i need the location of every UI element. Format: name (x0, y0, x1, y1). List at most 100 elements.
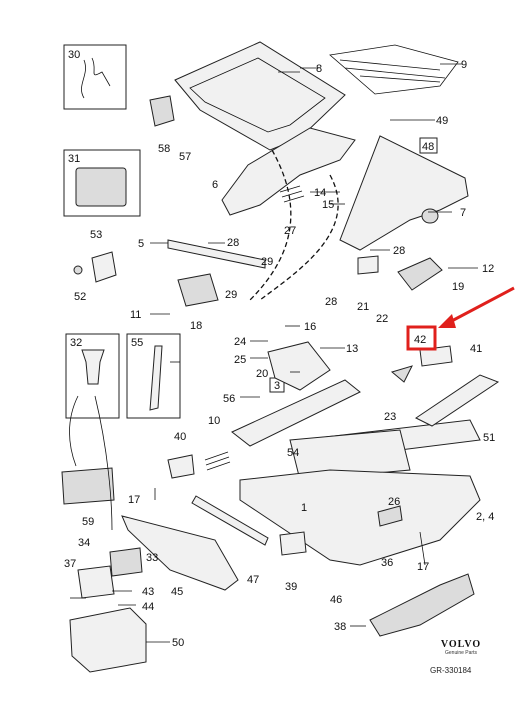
label-12: 12 (482, 263, 494, 275)
label-7: 7 (460, 207, 466, 219)
part-40-cap (167, 454, 195, 479)
label-40: 40 (174, 431, 186, 443)
part-37-unit (77, 565, 115, 599)
part-lower-frame (239, 469, 481, 566)
highlight-box-42 (406, 325, 437, 351)
label-23: 23 (384, 411, 396, 423)
label-39: 39 (285, 581, 297, 593)
label-50: 50 (172, 637, 184, 649)
part-labels: 30 8 9 58 57 49 48 31 6 14 15 7 27 53 52… (64, 49, 495, 649)
label-22: 22 (376, 313, 388, 325)
brand-subtitle: Genuine Parts (445, 650, 477, 656)
part-30-wire (81, 57, 111, 99)
label-41: 41 (470, 343, 482, 355)
label-14: 14 (314, 187, 326, 199)
part-41-cover (415, 374, 500, 427)
brand-logo: VOLVO Genuine Parts (426, 640, 496, 656)
part-52-bolt (73, 265, 83, 275)
box-label-48 (419, 137, 438, 154)
label-32: 32 (70, 337, 82, 349)
label-21: 21 (357, 301, 369, 313)
label-49: 49 (436, 115, 448, 127)
label-53: 53 (90, 229, 102, 241)
label-13: 13 (346, 343, 358, 355)
part-36-block (377, 505, 403, 527)
label-18: 18 (190, 320, 202, 332)
arrow-42-to-rail (390, 365, 413, 383)
label-58: 58 (158, 143, 170, 155)
label-44: 44 (142, 601, 154, 613)
label-1: 1 (301, 502, 307, 514)
label-8: 8 (316, 63, 322, 75)
label-24: 24 (234, 336, 246, 348)
part-25-recliner (267, 341, 331, 391)
label-57: 57 (179, 151, 191, 163)
label-27: 27 (284, 225, 296, 237)
label-52: 52 (74, 291, 86, 303)
label-54: 54 (287, 447, 299, 459)
part-10-spring (204, 451, 231, 471)
part-55-strap (149, 345, 163, 411)
part-8-inner (189, 57, 326, 133)
label-55: 55 (131, 337, 143, 349)
part-21-bracket (357, 255, 379, 275)
label-42: 42 (414, 334, 426, 346)
part-54-crossmember (289, 429, 411, 481)
label-59: 59 (82, 516, 94, 528)
part-9-spring-mat (329, 44, 459, 95)
label-29a: 29 (261, 256, 273, 268)
part-50-control-module (69, 607, 147, 673)
label-5: 5 (138, 238, 144, 250)
part-front-bar (167, 239, 266, 269)
part-53-bracket (91, 251, 117, 283)
label-16: 16 (304, 321, 316, 333)
label-17b: 17 (417, 561, 429, 573)
inset-box-30 (63, 44, 127, 110)
label-29b: 29 (225, 289, 237, 301)
dashed-outline (249, 149, 339, 301)
label-38: 38 (334, 621, 346, 633)
label-19: 19 (452, 281, 464, 293)
label-28b: 28 (393, 245, 405, 257)
label-26: 26 (388, 496, 400, 508)
part-58-sensor (149, 95, 175, 127)
label-47: 47 (247, 574, 259, 586)
highlight-arrow-shaft (445, 286, 515, 326)
part-27-spring (279, 185, 305, 203)
label-6: 6 (212, 179, 218, 191)
label-30: 30 (68, 49, 80, 61)
label-46: 46 (330, 594, 342, 606)
label-17a: 17 (128, 494, 140, 506)
label-10: 10 (208, 415, 220, 427)
label-2-4: 2, 4 (476, 511, 494, 523)
part-47-rod (191, 495, 269, 546)
part-32-clip (81, 349, 105, 385)
part-59-module (61, 467, 115, 505)
label-25: 25 (234, 354, 246, 366)
part-38-handle-cover (369, 573, 475, 637)
highlight-arrowhead (438, 314, 456, 328)
brand-name: VOLVO (440, 639, 482, 650)
part-rail-left (231, 379, 361, 447)
part-31-connector (75, 167, 127, 207)
label-9: 9 (461, 59, 467, 71)
part-6-side-frame (221, 127, 356, 216)
leader-lines (70, 63, 478, 643)
arrow-32-to-59 (69, 395, 79, 467)
label-11: 11 (130, 309, 141, 321)
label-3: 3 (274, 380, 280, 392)
label-43: 43 (142, 586, 154, 598)
part-7-rear-tube (339, 135, 469, 251)
label-28a: 28 (227, 237, 239, 249)
label-37: 37 (64, 558, 76, 570)
part-45-harness-bracket (121, 515, 239, 591)
part-42-cover (419, 345, 453, 367)
label-36: 36 (381, 557, 393, 569)
label-34: 34 (78, 537, 90, 549)
part-18-bracket (177, 273, 219, 307)
label-31: 31 (68, 153, 80, 165)
label-45: 45 (171, 586, 183, 598)
label-28c: 28 (325, 296, 337, 308)
part-33-connector (109, 547, 143, 577)
